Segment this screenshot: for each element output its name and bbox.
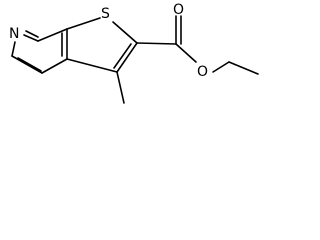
bond-c2-carbonyl <box>136 42 177 45</box>
bond-c7a-c7 <box>37 28 68 42</box>
bond-c5-c4-double <box>17 57 42 72</box>
bond-n-c5 <box>11 41 16 57</box>
bond-oester-ch2 <box>212 61 230 73</box>
bond-methyl <box>116 71 125 104</box>
bond-c3-c3a <box>66 58 118 73</box>
pyridine-ring <box>11 28 68 74</box>
bond-c7a-s <box>66 17 101 30</box>
bond-c4-c3a <box>41 58 68 74</box>
bond-c7-n-double <box>25 30 39 38</box>
thiophene-ring <box>66 17 138 73</box>
bond-c7-n <box>23 34 39 42</box>
bond-ch2-ch3 <box>228 61 259 75</box>
bond-c2-c3 <box>116 42 138 73</box>
bond-c2-c3-double <box>113 43 132 69</box>
nitrogen-atom-label: N <box>9 26 19 42</box>
bond-carbonyl-oester <box>175 43 197 63</box>
carbonyl-oxygen-label: O <box>173 2 184 18</box>
bond-c5-c4 <box>11 55 43 74</box>
ethyl-ester-group <box>136 15 259 75</box>
chemical-structure-diagram: N S O O <box>9 2 259 104</box>
sulfur-atom-label: S <box>101 6 110 22</box>
ester-oxygen-label: O <box>197 64 208 80</box>
bond-s-c2 <box>112 21 138 44</box>
